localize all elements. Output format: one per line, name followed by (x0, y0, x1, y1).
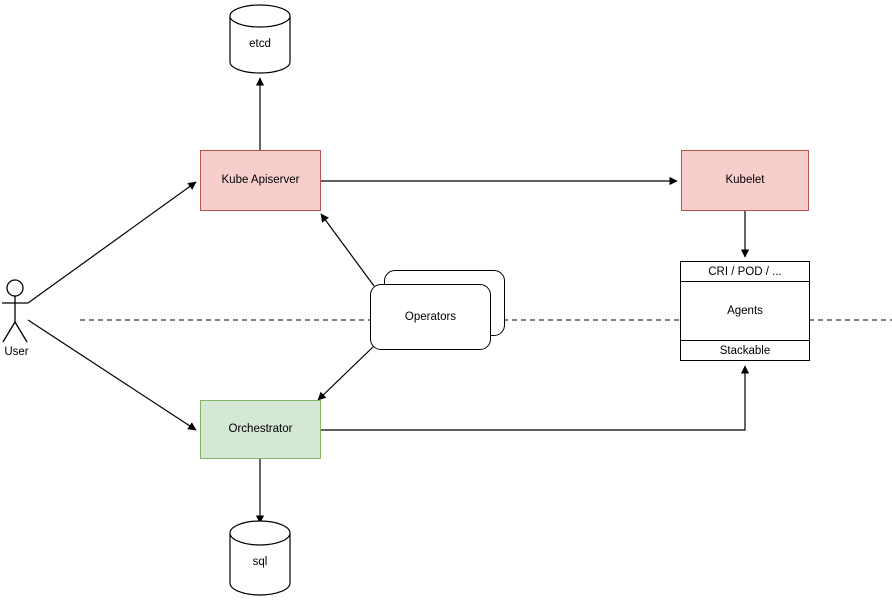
node-operators-front-card[interactable]: Operators (370, 284, 491, 350)
cylinder-shape-etcd (229, 4, 291, 74)
node-kubelet-label: Kubelet (725, 174, 765, 187)
node-kubelet[interactable]: Kubelet (681, 150, 809, 211)
node-sql-label: sql (252, 556, 268, 568)
node-agents-middle-label: Agents (727, 305, 763, 317)
edge-user-to-orchestrator (27, 319, 197, 431)
user-actor-figure (2, 279, 28, 343)
node-orchestrator-label: Orchestrator (228, 423, 293, 436)
node-orchestrator[interactable]: Orchestrator (200, 400, 321, 459)
edge-operators-to-orchestrator (317, 345, 375, 401)
cylinder-shape-sql (229, 520, 291, 596)
edge-orchestrator-to-agents (321, 365, 750, 431)
node-operators[interactable]: Operators (370, 270, 505, 350)
node-etcd-label: etcd (249, 38, 271, 50)
node-etcd[interactable]: etcd (229, 4, 291, 74)
node-sql[interactable]: sql (229, 520, 291, 597)
node-operators-label: Operators (404, 311, 457, 323)
node-kube-apiserver-label: Kube Apiserver (221, 174, 300, 187)
edge-user-to-kube-apiserver (27, 181, 197, 304)
edge-operators-to-kube-apiserver (320, 213, 375, 287)
node-kube-apiserver[interactable]: Kube Apiserver (200, 150, 321, 211)
node-agents[interactable]: CRI / POD / ... Agents Stackable (680, 261, 810, 361)
node-agents-cri-label: CRI / POD / ... (681, 262, 809, 282)
node-agents-stackable-label: Stackable (681, 340, 809, 360)
node-user-label: User (4, 346, 29, 358)
